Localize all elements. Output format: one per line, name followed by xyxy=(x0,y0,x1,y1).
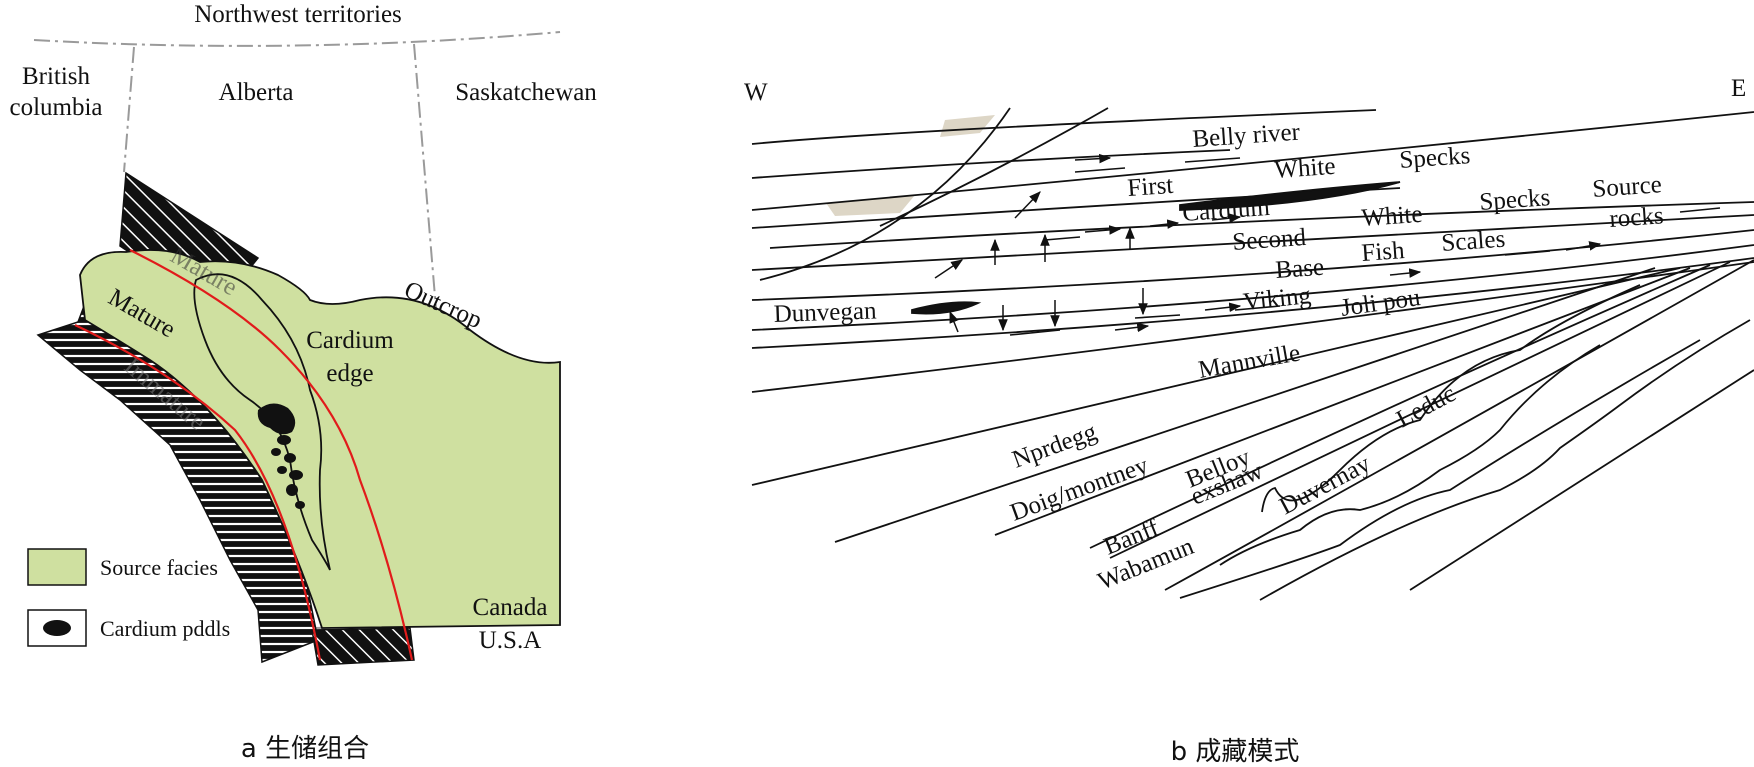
cardium-edge-label-2: edge xyxy=(326,360,373,387)
horizon-nprdegg xyxy=(751,267,1681,486)
belly-river-label: Belly river xyxy=(1192,118,1302,152)
horizon-belly-river-top xyxy=(751,109,1377,145)
bed-duvernay-base xyxy=(1179,339,1701,599)
bed-wabamun xyxy=(1164,259,1754,591)
dunvegan-label: Dunvegan xyxy=(773,297,877,328)
viking-label: Viking xyxy=(1242,282,1313,316)
maturity-boundary-outer xyxy=(74,324,322,661)
horizon-2 xyxy=(751,111,1754,211)
legend-label-cardium-pools: Cardium pddls xyxy=(100,616,230,641)
panel-a-map: Northwest territories British columbia A… xyxy=(9,1,597,764)
cardium-edge-loop xyxy=(193,273,331,571)
bed-belloy xyxy=(994,267,1691,536)
specks-label-2: Specks xyxy=(1479,184,1552,216)
caption-b: b 成藏模式 xyxy=(1171,737,1300,767)
thrust-fault-1 xyxy=(759,107,1011,281)
canada-label: Canada xyxy=(473,594,548,621)
bed-banff xyxy=(1089,264,1711,549)
usa-label: U.S.A xyxy=(479,627,542,654)
bc-alberta-border xyxy=(123,46,135,173)
bed-exshaw xyxy=(1109,261,1731,559)
source-label: Source xyxy=(1592,171,1663,203)
bed-lowest xyxy=(1259,319,1751,601)
first-white-specks-lens xyxy=(1179,181,1401,211)
horizon-5 xyxy=(751,214,1754,271)
panel-b-labels: W E Belly river First White Specks Cardi… xyxy=(744,75,1746,767)
saskatchewan-label: Saskatchewan xyxy=(455,79,597,106)
first-label: First xyxy=(1127,172,1175,202)
alberta-label: Alberta xyxy=(219,79,294,106)
white-label-1: White xyxy=(1274,153,1337,184)
horizon-7 xyxy=(751,244,1754,331)
migration-arrows xyxy=(934,153,1602,333)
british-columbia-label-2: columbia xyxy=(9,94,102,121)
alberta-saskatchewan-border xyxy=(413,43,463,623)
horizon-6 xyxy=(751,229,1754,301)
horizon-mannville-base xyxy=(751,261,1754,393)
horizon-8 xyxy=(751,257,1754,349)
northwest-territories-label: Northwest territories xyxy=(194,1,402,28)
tan-sliver-mid xyxy=(826,195,915,216)
legend-label-source-facies: Source facies xyxy=(100,555,218,580)
territories-border xyxy=(33,31,561,47)
fish-label: Fish xyxy=(1361,237,1406,267)
specks-label-1: Specks xyxy=(1399,142,1472,174)
cardium-pool-icon xyxy=(43,620,71,636)
horizon-1 xyxy=(751,149,1231,179)
legend-swatch-source-facies xyxy=(27,548,87,586)
british-columbia-label-1: British xyxy=(22,63,91,90)
bed-doig xyxy=(834,267,1656,543)
east-label: E xyxy=(1731,75,1746,102)
maturity-boundary-inner xyxy=(129,249,414,661)
leduc-label: Leduc xyxy=(1392,380,1460,433)
overmature-belt-south xyxy=(311,627,415,666)
nprdegg-label: Nprdegg xyxy=(1009,418,1101,473)
map-legend: Source facies Cardium pddls xyxy=(27,548,230,647)
bed-leduc-reef xyxy=(1219,344,1601,566)
cardium-pools xyxy=(257,403,305,509)
cardium-edge-label-1: Cardium xyxy=(306,327,394,354)
bed-duvernay-top xyxy=(1261,284,1641,513)
mannville-label: Mannville xyxy=(1196,339,1302,383)
migration-segments xyxy=(1009,157,1721,336)
west-label: W xyxy=(744,79,768,106)
base-label: Base xyxy=(1275,254,1325,284)
scales-label: Scales xyxy=(1441,226,1507,257)
tan-sliver-top xyxy=(940,115,995,137)
panel-b-section xyxy=(751,107,1754,601)
bed-basement xyxy=(1409,369,1754,591)
dunvegan-lens xyxy=(911,301,982,315)
white-label-2: White xyxy=(1361,201,1424,232)
caption-a: a 生储组合 xyxy=(241,734,369,764)
cardium-label: Cardium xyxy=(1182,194,1272,227)
second-label: Second xyxy=(1232,224,1308,256)
rocks-label: rocks xyxy=(1609,202,1665,233)
thrust-fault-2 xyxy=(879,107,1109,227)
